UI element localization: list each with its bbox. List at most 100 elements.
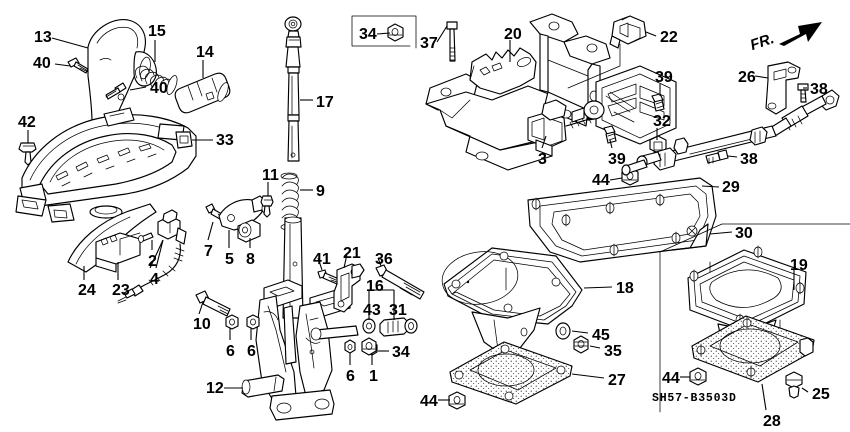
callout-clip: 32	[653, 113, 671, 130]
part-cable-control-box	[571, 65, 677, 145]
part-knob-screw-upper	[67, 57, 89, 74]
callout-console-bezel: 33	[216, 132, 234, 149]
callout-screw: 39	[655, 69, 673, 86]
part-flange-nut-34a	[387, 23, 404, 42]
callout-nut: 1	[369, 368, 378, 385]
part-grommet-45	[555, 322, 571, 340]
callout-knob-screw: 40	[150, 80, 168, 97]
part-detent-pin-11	[260, 195, 274, 218]
callout-bolt: 38	[810, 81, 828, 98]
callout-shift-knob: 13	[34, 29, 52, 46]
callout-console-boot-plate: 18	[616, 280, 634, 297]
part-nut-6c	[344, 339, 356, 354]
diagram-part-number: SH57-B3503D	[652, 392, 737, 405]
callout-bolt: 38	[740, 151, 758, 168]
part-bushing-8	[237, 219, 261, 243]
part-switch-connector	[95, 232, 141, 273]
part-knob-spring	[135, 65, 178, 95]
callout-detent-pin: 11	[262, 167, 279, 184]
part-screw-41	[317, 269, 340, 285]
part-bushing-35	[573, 335, 589, 354]
callout-boot-retainer: 30	[735, 225, 753, 242]
part-bolt-38a	[797, 83, 809, 103]
callout-knob-screw: 40	[33, 55, 51, 72]
callout-shift-rod: 17	[316, 94, 334, 111]
callout-flange-nut: 44	[592, 172, 610, 189]
callout-cable-bracket: 26	[738, 69, 756, 86]
callout-pin: 31	[389, 302, 407, 319]
part-flange-nut-34b	[361, 337, 377, 356]
callout-pin-set: 16	[366, 278, 384, 295]
callout-screw: 41	[313, 251, 331, 268]
callout-nut: 6	[226, 343, 235, 360]
part-cable-clamp-22	[567, 15, 647, 89]
part-shift-knob	[87, 19, 157, 127]
callout-flange-nut: 34	[392, 344, 410, 361]
callout-detent-lever: 21	[343, 245, 361, 262]
part-shift-rod-17	[284, 16, 302, 162]
callout-pivot-pin: 12	[206, 380, 224, 397]
callout-bushing: 35	[604, 343, 622, 360]
part-console-boot-plate-18	[441, 247, 583, 353]
callout-solenoid-harness: 4	[150, 271, 159, 288]
part-pivot-pin-12	[241, 374, 285, 398]
callout-nut: 6	[247, 343, 256, 360]
part-nut-6b	[246, 314, 260, 330]
callout-upper-gasket: 29	[722, 179, 740, 196]
part-screw-39a	[651, 93, 665, 112]
part-grommet-25	[785, 371, 803, 399]
part-shift-bracket-20	[425, 13, 611, 171]
callout-pin: 2	[148, 253, 157, 270]
part-bolt-38b	[705, 149, 729, 165]
callout-nut: 6	[346, 368, 355, 385]
part-upper-gasket-29	[527, 177, 717, 263]
callout-lower-gasket: 27	[608, 372, 626, 389]
fr-direction-arrow	[779, 22, 822, 46]
callout-bezel-clip: 42	[18, 114, 36, 131]
callout-bolt: 10	[193, 316, 211, 333]
part-knob-button-shaft	[174, 72, 231, 114]
callout-grommet: 45	[592, 327, 610, 344]
callout-bezel-trim-strip: 24	[78, 282, 96, 299]
callout-bolt: 7	[204, 243, 213, 260]
part-bolt-37	[446, 21, 458, 62]
callout-lever-bracket: 5	[225, 251, 234, 268]
callout-leader-lines	[27, 25, 809, 411]
part-base-gasket-28	[691, 315, 815, 383]
part-console-bezel	[15, 107, 197, 223]
part-nut-6a	[225, 314, 239, 330]
callout-shift-bracket: 20	[504, 26, 522, 43]
callout-flange-nut: 44	[662, 370, 680, 387]
part-shift-cable	[621, 89, 840, 176]
part-flange-nut-44c	[689, 367, 707, 386]
callout-flange-nut: 44	[420, 393, 438, 410]
callout-base-gasket: 28	[763, 413, 781, 430]
part-washer-43	[362, 318, 376, 334]
callout-washer: 43	[363, 302, 381, 319]
callout-lever-spring: 9	[316, 183, 325, 200]
callout-knob-button-shaft: 14	[196, 44, 214, 61]
callout-grommet: 25	[812, 386, 830, 403]
part-long-bolt-36	[375, 264, 425, 300]
part-detent-lever-21	[333, 263, 365, 313]
part-cable-bracket-26	[765, 61, 801, 115]
callout-screw: 39	[608, 151, 626, 168]
callout-bolt: 37	[420, 35, 438, 52]
part-flange-nut-44b	[448, 391, 466, 410]
callout-position-switch: 3	[538, 151, 547, 168]
callout-shift-boot: 19	[790, 257, 808, 274]
part-pin-2	[138, 232, 154, 243]
part-screw-39b	[603, 125, 617, 144]
callout-bushing: 8	[246, 251, 255, 268]
part-knob-screw-lower	[105, 82, 127, 100]
callout-cable-clamp: 22	[660, 29, 678, 46]
part-lower-gasket-27	[449, 341, 573, 405]
callout-flange-nut: 34	[359, 26, 377, 43]
part-solenoid-harness	[117, 209, 187, 304]
part-bolt-10	[195, 290, 231, 317]
callout-long-bolt: 36	[375, 251, 393, 268]
part-shift-lever-assembly	[255, 216, 359, 421]
callout-switch-connector: 23	[112, 282, 130, 299]
